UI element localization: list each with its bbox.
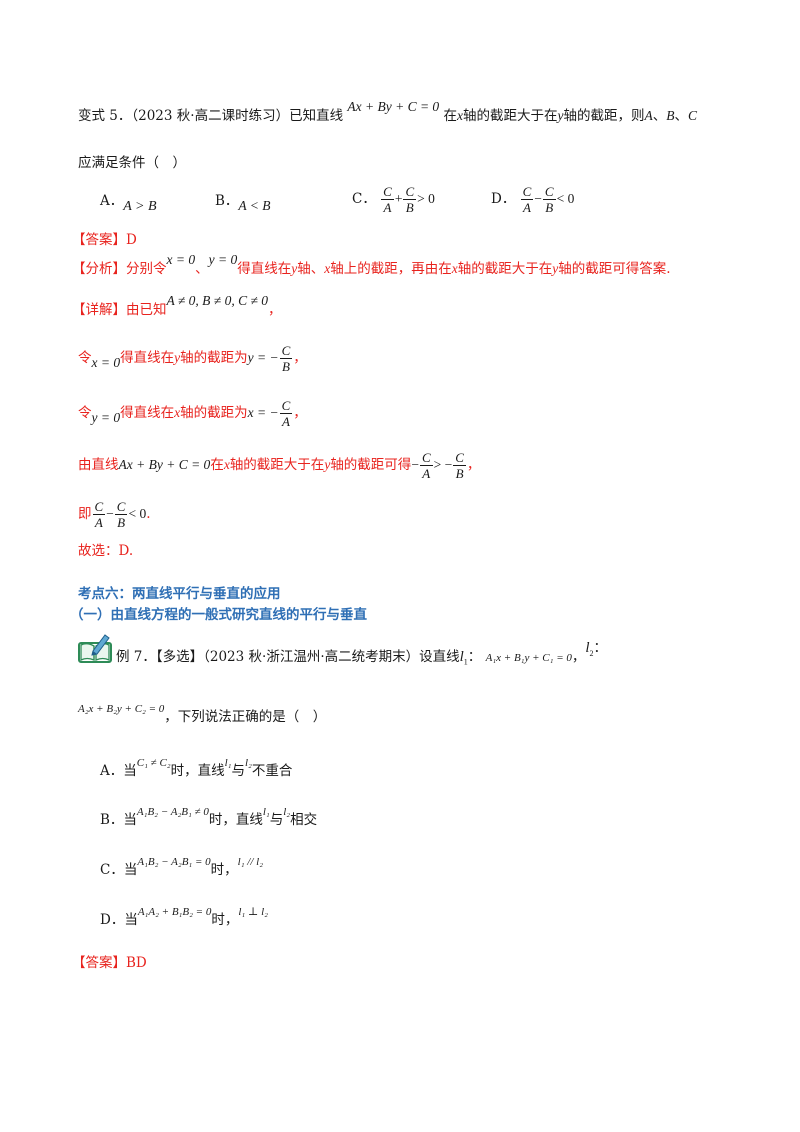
book-pencil-icon — [78, 634, 112, 663]
q5-choose: 故选：D. — [78, 543, 134, 559]
q5-option-b: B．A < B — [215, 193, 271, 213]
ex7-option-c: C．当A₁B₂ − A₂B₁ = 0时，l₁ // l₂ — [100, 856, 264, 878]
ex7-option-d: D．当A₁A₂ + B₁B₂ = 0时，l₁ ⊥ l₂ — [100, 906, 268, 928]
section-subtitle: （一）由直线方程的一般式研究直线的平行与垂直 — [70, 607, 367, 623]
question-5-stem: 变式 5．（2023 秋·高二课时练习）已知直线 Ax + By + C = 0… — [78, 99, 697, 124]
q5-option-a: A．A > B — [100, 193, 157, 214]
ex7-option-b: B．当A₁B₂ − A₂B₁ ≠ 0时，直线l₁与l₂相交 — [100, 806, 318, 828]
q5-detail: 【详解】由已知A ≠ 0, B ≠ 0, C ≠ 0， — [72, 293, 282, 318]
example-7-stem: 例 7．【多选】（2023 秋·浙江温州·高二统考期末）设直线l1： A₁x +… — [116, 640, 608, 667]
question-5-equation: Ax + By + C = 0 — [347, 99, 440, 114]
ex7-answer: 【答案】BD — [72, 955, 147, 971]
q5-answer: 【答案】D — [72, 232, 137, 248]
q5-analysis: 【分析】分别令x = 0、y = 0得直线在y轴、x轴上的截距，再由在x轴的截距… — [72, 252, 671, 277]
ex7-option-a: A．当C₁ ≠ C₂时，直线l₁与l₂不重合 — [100, 757, 293, 779]
example-7-stem-line2: A₂x + B₂y + C₂ = 0，下列说法正确的是（ ） — [78, 703, 327, 725]
question-5-stem-line2: 应满足条件（ ） — [78, 155, 186, 171]
section-title: 考点六：两直线平行与垂直的应用 — [78, 586, 281, 602]
